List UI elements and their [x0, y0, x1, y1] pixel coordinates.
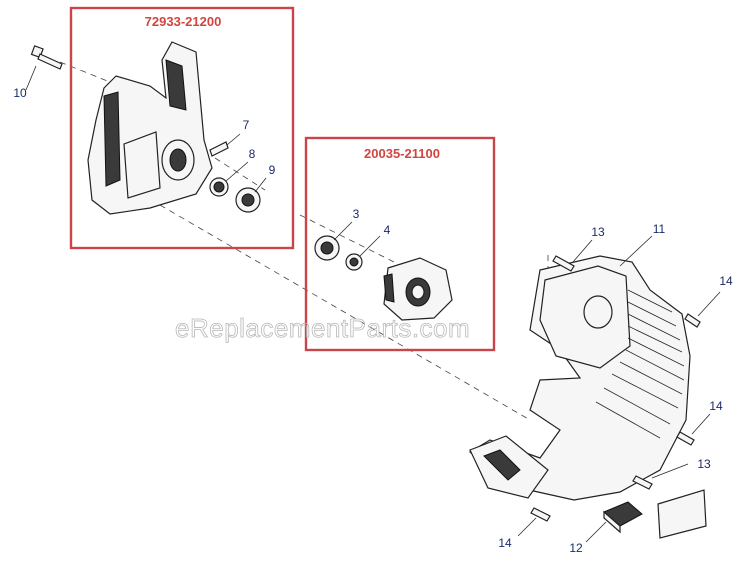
watermark: eReplacementParts.com: [175, 313, 470, 343]
callout-3: 3: [353, 207, 360, 221]
label-plate: [657, 489, 707, 539]
part-4-oil-seal: [345, 235, 381, 271]
part-13-bolt-lower: [632, 463, 689, 490]
crankcase-half-right: [383, 257, 453, 321]
callout-11: 11: [653, 222, 666, 236]
part-7-pin: [209, 133, 241, 157]
kit-box-20035-21100: [304, 136, 496, 352]
part-12-cushion: [585, 501, 643, 543]
part-14-bolt-middle: [676, 413, 711, 446]
callout-7: 7: [243, 118, 250, 132]
part-14-bolt-right: [684, 291, 721, 328]
part-11-cylinder-cover: [468, 235, 691, 501]
part-3-bearing: [314, 221, 353, 261]
part-13-bolt-upper: [552, 239, 593, 272]
crankcase-half-left: [87, 41, 213, 215]
part-8-oil-seal: [209, 161, 249, 197]
callout-4: 4: [384, 223, 391, 237]
callout-8: 8: [249, 147, 256, 161]
callout-13-upper: 13: [591, 225, 605, 239]
callout-13-lower: 13: [697, 457, 711, 471]
callout-10: 10: [13, 86, 27, 100]
callout-9: 9: [269, 163, 276, 177]
kit-part-number-1: 72933-21200: [145, 14, 222, 29]
kit-part-number-2: 20035-21100: [364, 146, 440, 161]
part-14-bolt-lower: [517, 507, 551, 537]
callout-14-middle: 14: [709, 399, 723, 413]
kit-box-72933-21200: [69, 6, 295, 250]
part-10-bolt: [30, 45, 63, 70]
callout-12: 12: [569, 541, 583, 555]
callout-14-lower: 14: [498, 536, 512, 550]
callout-labels: 10 7 8 9 3 4 13 11 14 14 13 14 12: [13, 65, 733, 555]
cooling-fins: [595, 289, 685, 439]
callout-14-right: 14: [719, 274, 733, 288]
part-9-bearing: [235, 177, 267, 213]
